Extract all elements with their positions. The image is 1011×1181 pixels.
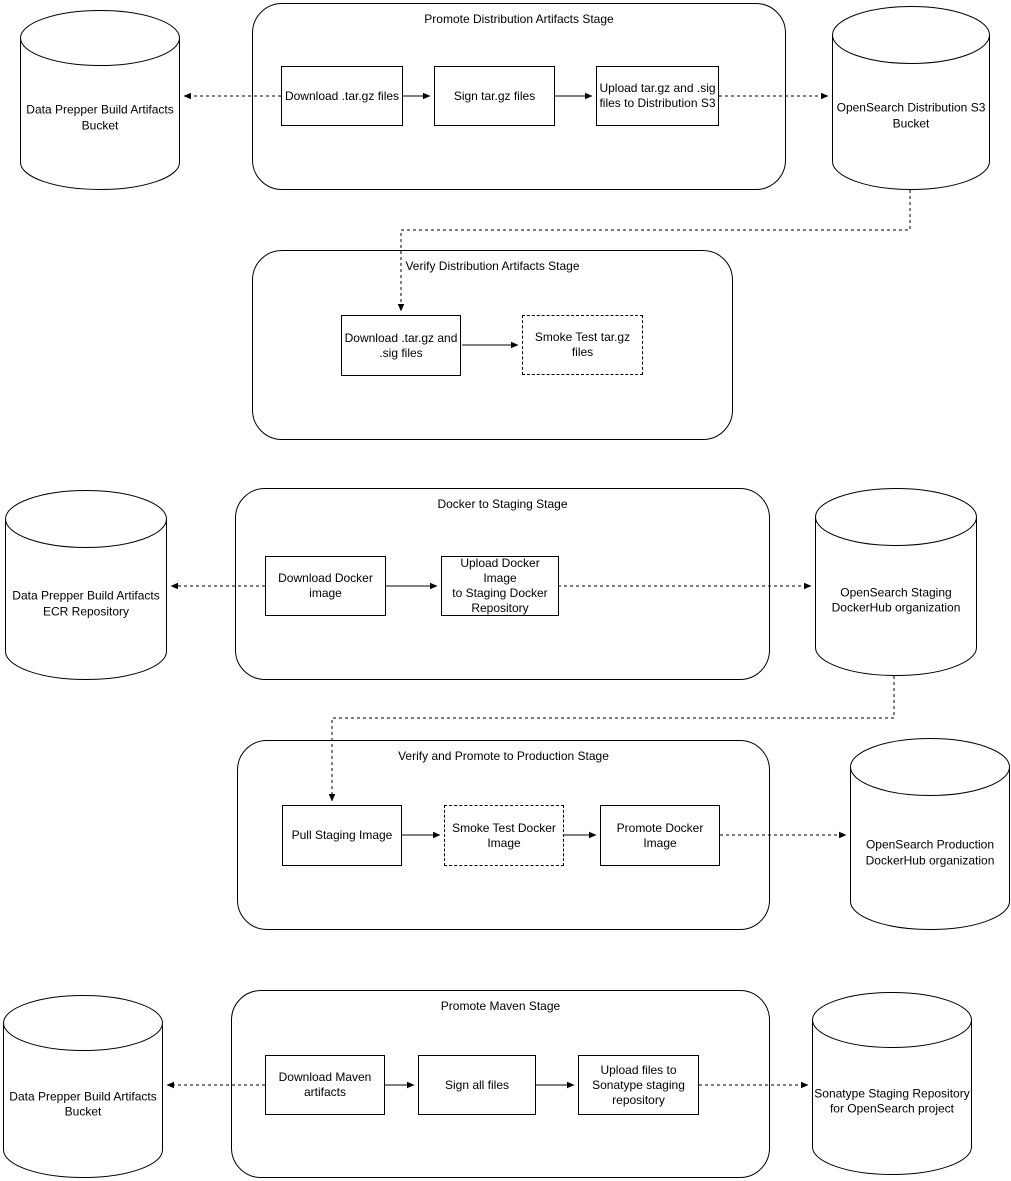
stage-title: Docker to Staging Stage [437, 497, 568, 511]
task-sign-all-files: Sign all files [418, 1055, 536, 1115]
cylinder-shape-icon [850, 738, 1010, 930]
datastore-data-prepper-build-artifacts-bucket: Data Prepper Build Artifacts Bucket [20, 10, 180, 190]
stage-promote-distribution-artifacts: Promote Distribution Artifacts Stage [252, 3, 786, 190]
task-download-docker-image: Download Docker image [265, 556, 386, 616]
stage-promote-maven: Promote Maven Stage [231, 990, 770, 1178]
datastore-opensearch-production-dockerhub-organization: OpenSearch Production DockerHub organiza… [850, 738, 1010, 930]
datastore-opensearch-staging-dockerhub-organization: OpenSearch Staging DockerHub organizatio… [815, 488, 977, 676]
datastore-label: OpenSearch Production DockerHub organiza… [865, 837, 995, 868]
cylinder-shape-icon [832, 6, 990, 190]
datastore-opensearch-distribution-s3-bucket: OpenSearch Distribution S3 Bucket [832, 6, 990, 190]
task-promote-docker-image: Promote Docker Image [600, 805, 720, 866]
task-download-targz-files: Download .tar.gz files [281, 66, 403, 126]
stage-title: Promote Maven Stage [440, 999, 561, 1013]
datastore-label: OpenSearch Distribution S3 Bucket [836, 100, 986, 131]
datastore-data-prepper-build-artifacts-ecr-repository: Data Prepper Build Artifacts ECR Reposit… [5, 490, 167, 680]
stage-title: Verify and Promote to Production Stage [398, 749, 609, 763]
datastore-label: Data Prepper Build Artifacts Bucket [9, 1089, 157, 1119]
datastore-data-prepper-build-artifacts-bucket-2: Data Prepper Build Artifacts Bucket [3, 995, 163, 1178]
task-download-targz-and-sig-files: Download .tar.gz and .sig files [341, 315, 461, 376]
datastore-label: OpenSearch Staging DockerHub organizatio… [831, 585, 961, 615]
datastore-label: Data Prepper Build Artifacts ECR Reposit… [12, 588, 160, 618]
task-smoke-test-targz-files: Smoke Test tar.gz files [522, 315, 643, 375]
task-upload-docker-image-to-staging: Upload Docker Image to Staging Docker Re… [441, 556, 559, 616]
task-upload-files-to-sonatype-staging: Upload files to Sonatype staging reposit… [578, 1055, 699, 1115]
cylinder-shape-icon [20, 10, 180, 190]
cylinder-shape-icon [812, 992, 972, 1175]
stage-title: Promote Distribution Artifacts Stage [424, 12, 614, 26]
task-download-maven-artifacts: Download Maven artifacts [265, 1055, 385, 1115]
task-sign-targz-files: Sign tar.gz files [434, 66, 555, 126]
task-smoke-test-docker-image: Smoke Test Docker Image [444, 805, 564, 866]
cylinder-shape-icon [3, 995, 163, 1178]
datastore-label: Sonatype Staging Repository for OpenSear… [814, 1086, 970, 1116]
task-upload-targz-sig-to-distribution-s3: Upload tar.gz and .sig files to Distribu… [596, 66, 719, 126]
cylinder-shape-icon [5, 490, 167, 680]
cylinder-shape-icon [815, 488, 977, 676]
stage-verify-distribution-artifacts: Verify Distribution Artifacts Stage [252, 250, 733, 440]
stage-title: Verify Distribution Artifacts Stage [405, 259, 580, 273]
task-pull-staging-image: Pull Staging Image [282, 805, 402, 866]
datastore-sonatype-staging-repository: Sonatype Staging Repository for OpenSear… [812, 992, 972, 1175]
datastore-label: Data Prepper Build Artifacts Bucket [26, 102, 174, 132]
